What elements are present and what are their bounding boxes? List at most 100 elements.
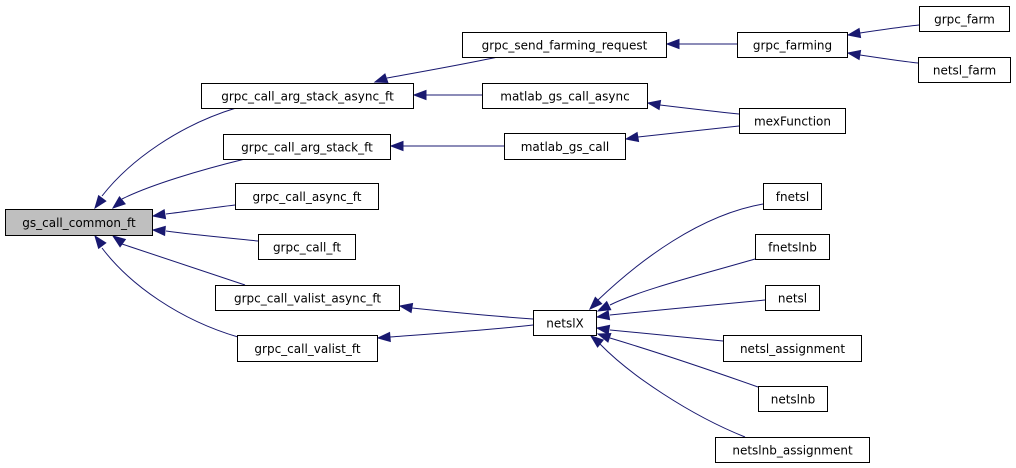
node-box[interactable] xyxy=(533,310,597,336)
node-netsl[interactable]: netsl xyxy=(765,285,820,311)
node-grpc-farming[interactable]: grpc_farming xyxy=(737,32,848,58)
node-grpc-call-arg-stack-async-ft[interactable]: grpc_call_arg_stack_async_ft xyxy=(201,83,414,109)
node-box[interactable] xyxy=(918,57,1011,83)
node-label: grpc_call_arg_stack_async_ft xyxy=(221,90,394,104)
node-box[interactable] xyxy=(723,335,862,362)
node-box[interactable] xyxy=(462,32,667,58)
edge-line xyxy=(386,56,499,79)
node-gs-call-common-ft[interactable]: gs_call_common_ft xyxy=(5,209,153,236)
edge-line xyxy=(609,299,766,316)
node-box[interactable] xyxy=(201,83,414,109)
node-box[interactable] xyxy=(763,183,822,210)
node-label: netsl_assignment xyxy=(740,342,845,356)
node-box[interactable] xyxy=(482,83,648,109)
node-label: mexFunction xyxy=(754,115,831,129)
edge-grpc-call-valist-async-ft-to-gs-call-common-ft xyxy=(111,235,246,286)
node-box[interactable] xyxy=(919,6,1010,32)
node-fnetsl[interactable]: fnetsl xyxy=(763,183,822,210)
node-matlab-gs-call[interactable]: matlab_gs_call xyxy=(504,133,626,160)
arrowhead-icon xyxy=(596,332,612,343)
node-box[interactable] xyxy=(237,335,378,362)
node-box[interactable] xyxy=(739,108,846,134)
edge-grpc-farm-to-grpc-farming xyxy=(846,24,920,39)
node-netslnb[interactable]: netslnb xyxy=(758,386,828,412)
node-grpc-call-arg-stack-ft[interactable]: grpc_call_arg_stack_ft xyxy=(223,134,391,160)
node-mexfunction[interactable]: mexFunction xyxy=(739,108,846,134)
edge-line xyxy=(101,247,239,338)
arrowhead-icon xyxy=(624,131,640,143)
arrowhead-icon xyxy=(111,196,126,209)
arrowhead-icon xyxy=(595,324,611,336)
edge-netslnb-to-netslx xyxy=(596,332,759,388)
node-label: netsl xyxy=(778,292,807,306)
arrowhead-icon xyxy=(151,225,166,237)
edge-line xyxy=(659,104,740,115)
arrowhead-icon xyxy=(376,331,391,343)
edge-grpc-send-farming-request-to-grpc-call-arg-stack-async-ft xyxy=(373,56,499,84)
edge-line xyxy=(121,243,246,286)
node-label: grpc_send_farming_request xyxy=(482,39,648,53)
edge-line xyxy=(609,329,724,342)
edge-line xyxy=(411,307,534,320)
node-box[interactable] xyxy=(737,32,848,58)
node-netslnb-assignment[interactable]: netslnb_assignment xyxy=(715,437,870,463)
arrowhead-icon xyxy=(94,194,107,210)
edge-line xyxy=(609,337,759,388)
edge-line xyxy=(859,54,919,64)
node-grpc-call-valist-async-ft[interactable]: grpc_call_valist_async_ft xyxy=(215,285,400,311)
edge-line xyxy=(121,158,246,200)
node-grpc-send-farming-request[interactable]: grpc_send_farming_request xyxy=(462,32,667,58)
node-fnetslnb[interactable]: fnetslnb xyxy=(755,234,830,260)
node-netsl-farm[interactable]: netsl_farm xyxy=(918,57,1011,83)
edge-line xyxy=(859,24,920,34)
edge-netsl-assignment-to-netslx xyxy=(595,324,724,342)
node-box[interactable] xyxy=(758,386,828,412)
edge-line xyxy=(101,107,237,197)
arrowhead-icon xyxy=(398,302,414,314)
arrowhead-icon xyxy=(151,208,167,220)
edge-grpc-call-arg-stack-ft-to-gs-call-common-ft xyxy=(111,158,246,209)
arrowhead-icon xyxy=(94,234,107,250)
arrowhead-icon xyxy=(595,309,611,321)
node-grpc-call-valist-ft[interactable]: grpc_call_valist_ft xyxy=(237,335,378,362)
node-box[interactable] xyxy=(755,234,830,260)
node-netsl-assignment[interactable]: netsl_assignment xyxy=(723,335,862,362)
node-box[interactable] xyxy=(215,285,400,311)
node-box[interactable] xyxy=(5,209,153,236)
arrowhead-icon xyxy=(596,300,612,312)
arrowhead-icon xyxy=(846,49,862,61)
node-box[interactable] xyxy=(765,285,820,311)
edge-grpc-call-arg-stack-async-ft-to-gs-call-common-ft xyxy=(94,107,237,210)
edge-line xyxy=(609,258,756,306)
node-grpc-call-async-ft[interactable]: grpc_call_async_ft xyxy=(235,183,379,210)
arrowhead-icon xyxy=(846,27,862,39)
node-label: netslX xyxy=(546,317,584,331)
edge-line xyxy=(599,343,746,438)
edge-line xyxy=(165,230,259,242)
arrowhead-icon xyxy=(646,99,662,111)
node-label: matlab_gs_call_async xyxy=(500,90,629,104)
arrowhead-icon xyxy=(389,140,404,152)
node-grpc-call-ft[interactable]: grpc_call_ft xyxy=(258,234,356,260)
edge-netslx-to-grpc-call-valist-async-ft xyxy=(398,302,534,320)
node-box[interactable] xyxy=(223,134,391,160)
node-grpc-farm[interactable]: grpc_farm xyxy=(919,6,1010,32)
node-label: netslnb_assignment xyxy=(732,444,853,458)
edge-netslnb-assignment-to-netslx xyxy=(589,335,746,438)
edge-line xyxy=(597,203,764,301)
arrowhead-icon xyxy=(665,38,680,50)
node-box[interactable] xyxy=(504,133,626,160)
nodes-layer: gs_call_common_ft grpc_call_arg_stack_asy… xyxy=(5,6,1011,463)
node-box[interactable] xyxy=(258,234,356,260)
node-netslx[interactable]: netslX xyxy=(533,310,597,336)
node-label: grpc_call_valist_async_ft xyxy=(234,292,381,306)
node-box[interactable] xyxy=(715,437,870,463)
node-label: fnetsl xyxy=(776,190,810,204)
edge-netslx-to-grpc-call-valist-ft xyxy=(376,324,534,343)
node-label: fnetslnb xyxy=(768,241,817,255)
node-matlab-gs-call-async[interactable]: matlab_gs_call_async xyxy=(482,83,648,109)
edge-grpc-farming-to-grpc-send-farming-request xyxy=(665,38,737,50)
node-box[interactable] xyxy=(235,183,379,210)
arrowhead-icon xyxy=(588,296,603,311)
